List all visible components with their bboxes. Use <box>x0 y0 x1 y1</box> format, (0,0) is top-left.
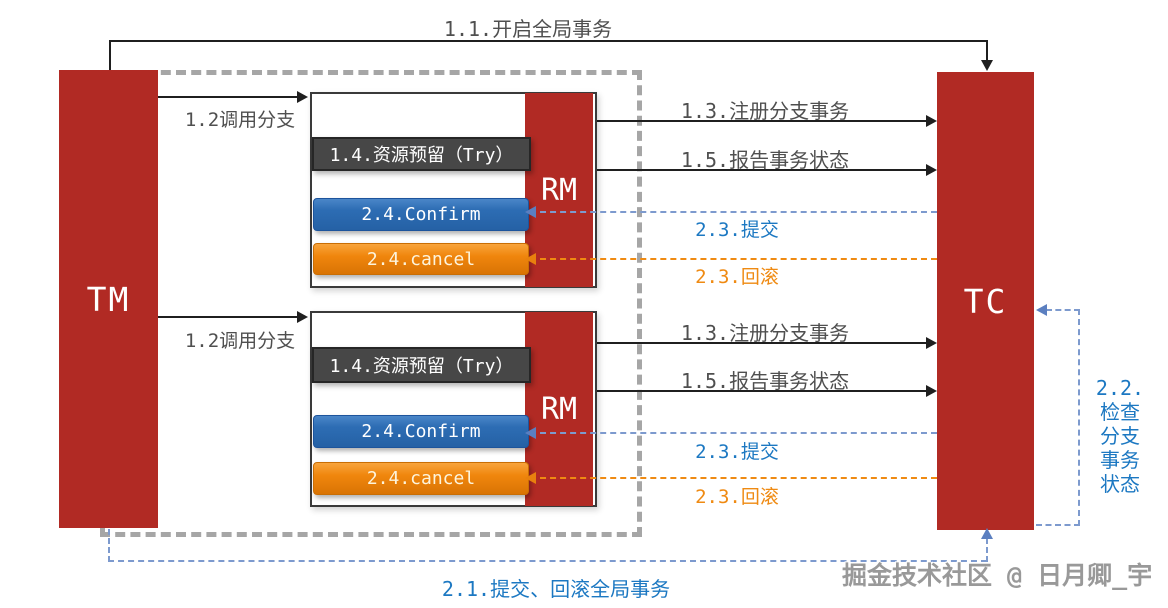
report-status-label: 1.5.报告事务状态 <box>680 369 850 393</box>
branch-commit-arrowhead-icon <box>525 206 536 218</box>
rm-label: RM <box>540 391 578 427</box>
tc-label: TC <box>963 281 1008 321</box>
global-finish-line-right <box>986 538 988 562</box>
confirm-box: 2.4.Confirm <box>313 198 529 231</box>
confirm-label: 2.4.Confirm <box>361 421 481 442</box>
try-box: 1.4.资源预留（Try） <box>312 137 531 171</box>
open-global-arrowhead-icon <box>981 60 993 71</box>
global-finish-line-left <box>108 529 110 562</box>
open-global-label: 1.1.开启全局事务 <box>443 17 613 41</box>
try-label: 1.4.资源预留（Try） <box>329 356 514 377</box>
branch-rollback-line <box>530 258 937 260</box>
register-branch-line <box>593 120 930 122</box>
report-status-label: 1.5.报告事务状态 <box>680 148 850 172</box>
open-global-line-top <box>109 40 988 42</box>
branch-rollback-line <box>530 477 937 479</box>
global-finish-arrowhead-icon <box>981 528 993 539</box>
register-branch-line <box>593 342 930 344</box>
cancel-box: 2.4.cancel <box>313 243 529 275</box>
tm-node: TM <box>59 70 158 528</box>
cancel-label: 2.4.cancel <box>366 248 476 270</box>
report-status-line <box>593 390 930 392</box>
tm-label: TM <box>86 279 131 319</box>
register-branch-arrowhead-icon <box>926 115 937 127</box>
call-branch-line <box>158 96 304 98</box>
call-branch-arrowhead-icon <box>297 311 308 323</box>
branch-rollback-arrowhead-icon <box>525 472 536 484</box>
branch-commit-line <box>530 211 937 213</box>
tc-node: TC <box>937 72 1034 530</box>
confirm-label: 2.4.Confirm <box>361 204 481 225</box>
try-label: 1.4.资源预留（Try） <box>329 145 514 166</box>
branch-rollback-label: 2.3.回滚 <box>695 486 779 508</box>
rm-bar: RM <box>525 312 593 506</box>
call-branch-label: 1.2调用分支 <box>184 109 296 131</box>
try-box: 1.4.资源预留（Try） <box>312 347 531 383</box>
rm-label: RM <box>540 172 578 208</box>
cancel-label: 2.4.cancel <box>366 468 476 489</box>
branch-commit-arrowhead-icon <box>525 427 536 439</box>
branch-rollback-label: 2.3.回滚 <box>695 266 779 288</box>
report-status-arrowhead-icon <box>926 385 937 397</box>
branch-commit-label: 2.3.提交 <box>695 219 779 241</box>
branch-commit-label: 2.3.提交 <box>695 441 779 463</box>
call-branch-arrowhead-icon <box>297 91 308 103</box>
register-branch-label: 1.3.注册分支事务 <box>680 321 850 345</box>
call-branch-label: 1.2调用分支 <box>184 330 296 352</box>
check-status-arrowhead-icon <box>1036 304 1047 316</box>
confirm-box: 2.4.Confirm <box>313 415 529 448</box>
cancel-box: 2.4.cancel <box>313 462 529 495</box>
report-status-arrowhead-icon <box>926 164 937 176</box>
global-finish-line-bottom <box>108 560 987 562</box>
check-status-line-top <box>1046 309 1080 311</box>
global-finish-label: 2.1.提交、回滚全局事务 <box>441 577 671 601</box>
open-global-line-left <box>109 40 111 72</box>
branch-commit-line <box>530 432 937 434</box>
check-status-line-bottom <box>1036 524 1080 526</box>
open-global-line-right <box>986 42 988 62</box>
branch-rollback-arrowhead-icon <box>525 253 536 265</box>
rm-bar: RM <box>525 93 593 287</box>
register-branch-label: 1.3.注册分支事务 <box>680 99 850 123</box>
report-status-line <box>593 169 930 171</box>
watermark-text: 掘金技术社区 @ 日月卿_宇 <box>842 561 1153 590</box>
check-status-label: 2.2. 检查 分支 事务 状态 <box>1095 376 1145 496</box>
check-status-line-right <box>1078 309 1080 526</box>
call-branch-line <box>158 316 304 318</box>
register-branch-arrowhead-icon <box>926 337 937 349</box>
